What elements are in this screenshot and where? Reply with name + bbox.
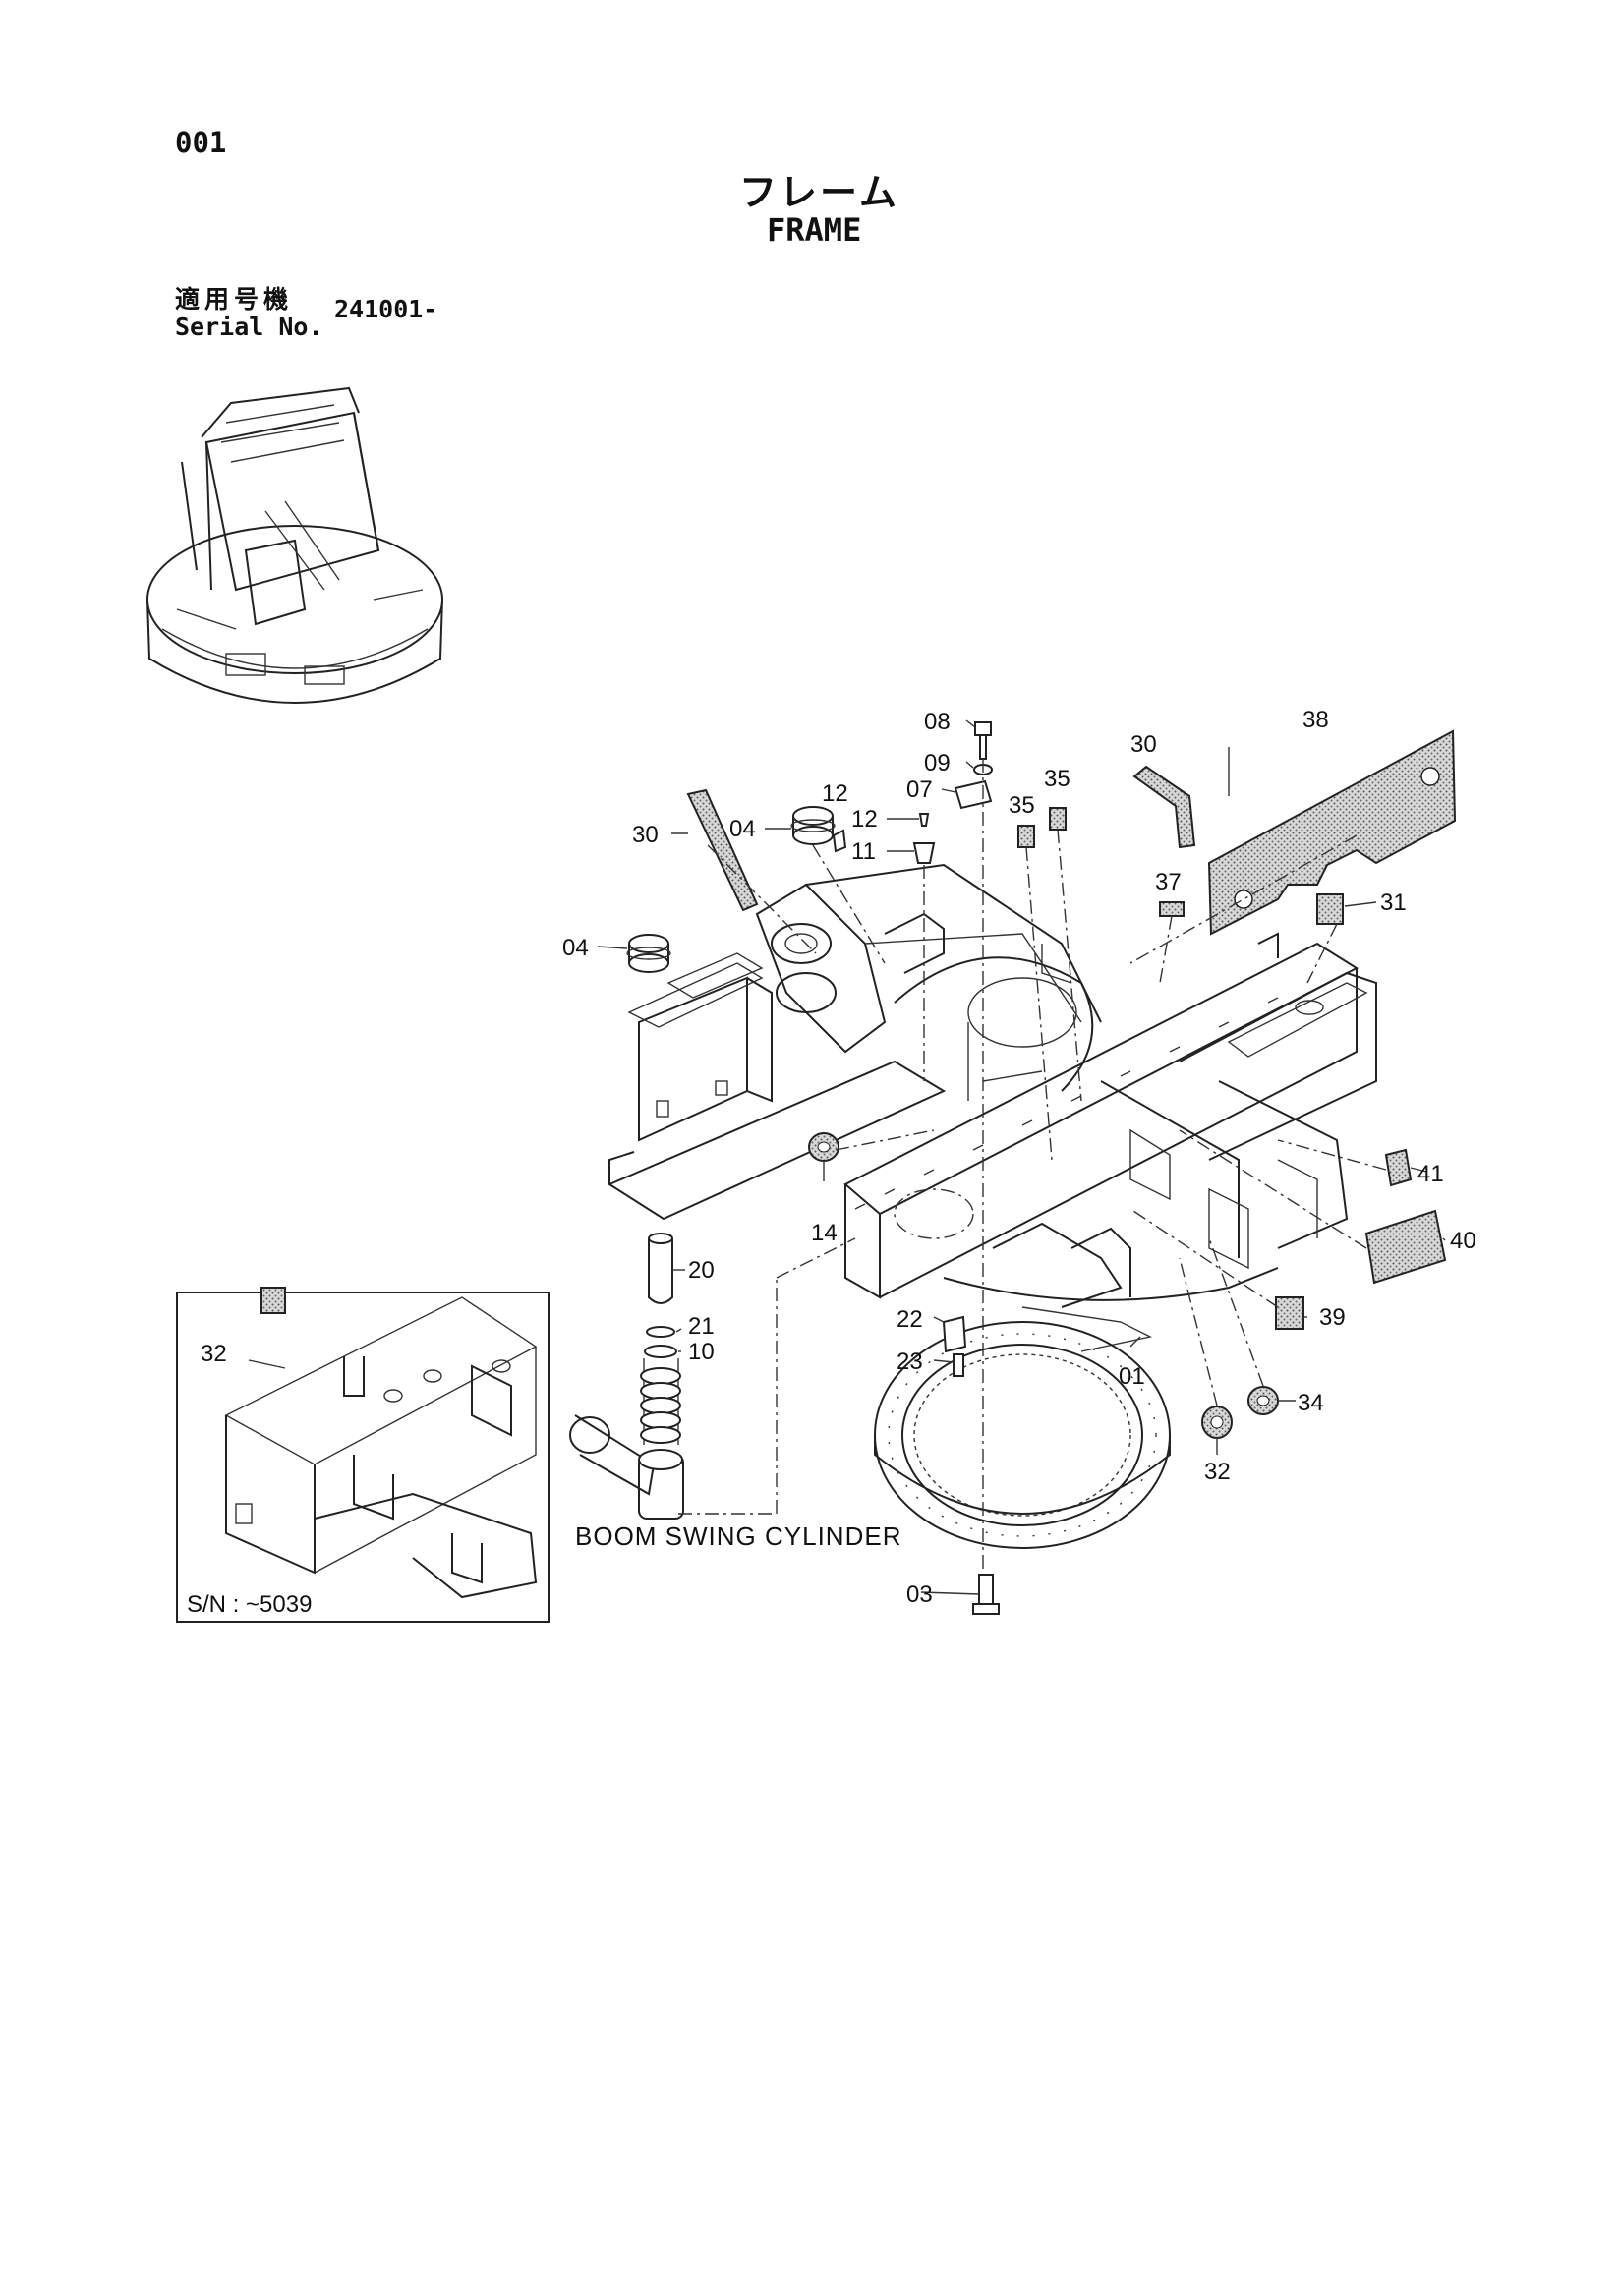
swing-bearing [874,1321,1171,1549]
leader-lines [597,719,1446,1595]
callout-31: 31 [1380,890,1407,916]
part-40 [1364,1209,1447,1285]
callout-32-main: 32 [1204,1459,1231,1485]
part-38-plate [1207,729,1457,936]
callout-23: 23 [897,1349,923,1375]
callout-09: 09 [924,750,951,776]
callout-21: 21 [688,1313,715,1340]
callout-32-inset: 32 [201,1341,227,1367]
machine-overview-illustration [146,386,443,704]
part-12-left [832,829,847,853]
callout-35-left: 35 [1009,792,1035,819]
callout-08: 08 [924,709,951,735]
part-37 [1159,901,1185,917]
part-30-left [686,788,759,912]
callout-03: 03 [906,1581,933,1608]
callout-20: 20 [688,1257,715,1284]
boom-swing-cylinder-label: BOOM SWING CYLINDER [575,1521,901,1551]
callout-35-right: 35 [1044,766,1070,792]
part-35-right [1049,807,1067,831]
boom-swing-cylinder-illustration [569,1233,684,1520]
serial-label-japanese: 適用号機 [175,285,294,314]
callout-41: 41 [1418,1161,1444,1187]
part-30-right [1132,765,1196,849]
part-35-left [1017,825,1035,848]
part-41 [1384,1148,1413,1187]
callout-12-left: 12 [822,780,848,807]
main-frame [607,863,1377,1352]
part-12-right [918,813,930,827]
part-04-lower [626,934,671,973]
inset-pad-32 [260,1287,286,1314]
callout-01: 01 [1119,1363,1145,1390]
callout-22: 22 [897,1306,923,1333]
part-31 [1316,893,1344,925]
serial-number-value: 241001- [334,295,438,323]
part-23-bolt [953,1353,964,1377]
part-22 [942,1315,967,1353]
serial-label-english: Serial No. [175,313,323,341]
callout-04-upper: 04 [729,816,756,842]
part-11 [912,842,936,864]
part-04-upper [790,806,836,845]
callout-38: 38 [1302,707,1329,733]
title-japanese: フレーム [739,171,899,214]
inset-variant-box [176,1287,550,1623]
inset-serial-note: S/N : ~5039 [187,1591,312,1618]
callout-07: 07 [906,776,933,803]
callout-34: 34 [1298,1390,1324,1416]
callout-39: 39 [1319,1304,1346,1331]
page-number: 001 [175,126,227,159]
callout-04-lower: 04 [562,935,589,961]
part-07-plate [954,779,993,810]
callout-30-left: 30 [632,822,659,848]
alignment-lines [678,759,1387,1573]
callout-12-right: 12 [851,806,878,832]
callout-40: 40 [1450,1228,1476,1254]
callout-37: 37 [1155,869,1182,895]
part-39 [1275,1296,1304,1330]
callout-14: 14 [811,1220,838,1246]
callout-11: 11 [851,838,876,865]
title-english: FRAME [767,211,862,249]
part-08-bolt [974,721,992,760]
callout-30-right: 30 [1130,731,1157,758]
callout-10: 10 [688,1339,715,1365]
